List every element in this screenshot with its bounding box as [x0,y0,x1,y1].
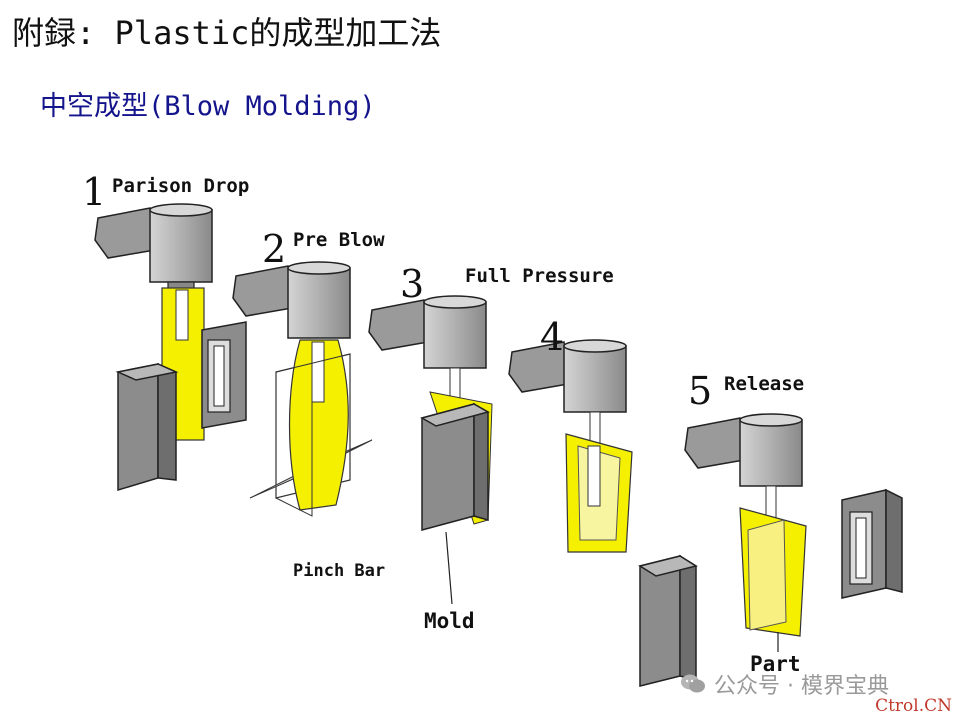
step-1-group [94,203,247,492]
step-3-group [368,295,493,531]
step-1-extruder-arm [94,207,156,259]
step-3-label: Full Pressure [465,265,614,287]
pinch-bar-label: Pinch Bar [293,561,385,581]
step-3-number: 3 [400,262,424,306]
step-4-extruder-arm [508,341,569,393]
step-1-number: 1 [82,170,106,214]
step-2-parison [288,339,349,511]
wechat-icon [681,674,705,693]
step-1-label: Parison Drop [112,175,249,197]
step-3-extruder-head [423,301,487,369]
step-5-extruder-arm [684,417,745,469]
watermark: 公众号 · 模界宝典 [680,668,889,700]
step-5-label: Release [724,373,804,395]
step-2-label: Pre Blow [293,229,385,251]
step-2-extruder-head [287,267,351,339]
site-mark: Ctrol.CN [875,696,952,716]
step-1-mold-left [117,363,159,492]
step-4-group [508,339,698,687]
step-1-extruder-head [149,209,213,283]
watermark-text: 公众号 · 模界宝典 [714,674,889,699]
page-subtitle: 中空成型(Blow Molding) [40,91,376,122]
part-label: Part [750,652,801,676]
step-5-extruder-head [739,419,803,487]
step-2-group [232,261,373,517]
step-5-number: 5 [688,369,712,413]
mold-label: Mold [424,609,475,633]
step-4-number: 4 [540,315,564,359]
step-5-group [684,413,903,637]
step-2-number: 2 [262,227,286,271]
mold-leader-line [445,531,453,605]
page-title: 附録: Plastic的成型加工法 [12,14,442,52]
step-3-extruder-arm [368,299,429,351]
step-2-extruder-arm [232,265,293,317]
step-4-extruder-head [563,345,627,413]
